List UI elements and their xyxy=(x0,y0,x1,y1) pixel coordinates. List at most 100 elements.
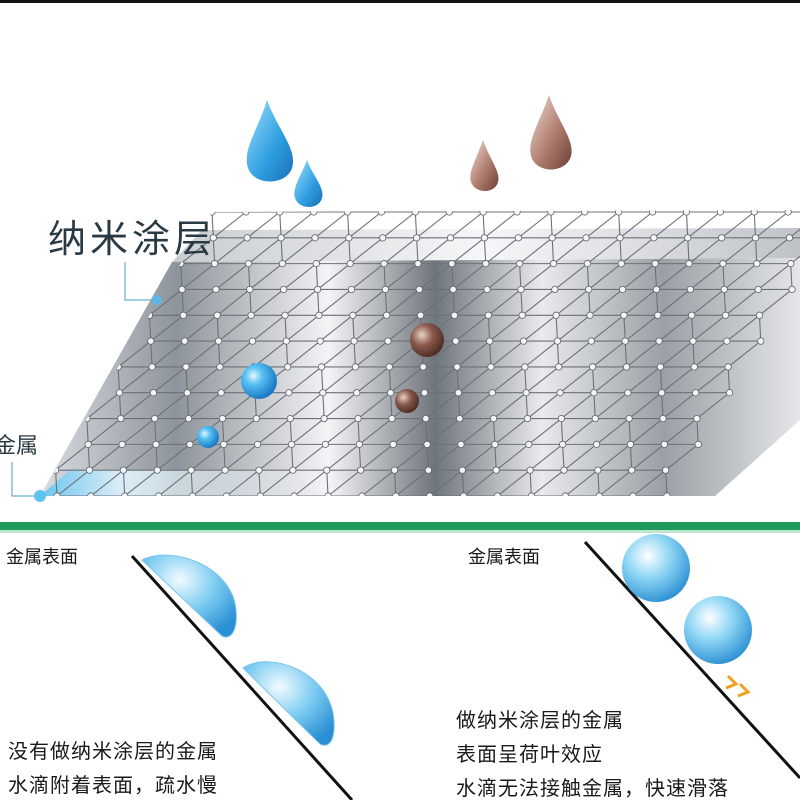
lattice-atom xyxy=(289,466,297,474)
lattice-atom xyxy=(491,440,499,448)
water-ball-small xyxy=(197,426,219,448)
metal-plate-edge xyxy=(172,228,800,262)
lattice-atom xyxy=(355,440,363,448)
lattice-atom xyxy=(547,210,555,216)
lattice-atom xyxy=(682,210,691,216)
left-description-line-1: 没有做纳米涂层的金属 xyxy=(8,739,218,763)
green-divider-line xyxy=(0,522,800,530)
lattice-atom xyxy=(148,363,156,371)
lattice-atom xyxy=(525,440,533,448)
metal-pointer-dot xyxy=(34,490,46,502)
lattice-atom xyxy=(357,466,365,474)
lattice-atom xyxy=(448,260,456,268)
lattice-atom xyxy=(663,492,671,496)
metal-plate xyxy=(40,228,800,496)
lattice-atom xyxy=(121,492,129,496)
nano-lattice xyxy=(52,210,800,496)
lattice-atom xyxy=(147,337,155,345)
water-droplet-small xyxy=(294,160,323,207)
lattice-atom xyxy=(561,492,569,496)
lattice-atom xyxy=(688,311,696,319)
lattice-atom xyxy=(354,414,362,423)
lattice-atom xyxy=(320,414,328,423)
lattice-atom xyxy=(422,414,430,423)
lattice-atom xyxy=(213,311,221,319)
lattice-atom xyxy=(321,440,330,448)
lattice-atom xyxy=(319,389,327,397)
lattice-atom xyxy=(286,414,294,423)
lattice-atom xyxy=(552,311,560,319)
lattice-atom xyxy=(423,440,431,448)
lattice-atom xyxy=(324,492,332,496)
lattice-atom xyxy=(460,492,468,496)
left-sessile-drop-2 xyxy=(242,661,335,746)
lattice-atom xyxy=(592,440,601,448)
lattice-atom xyxy=(480,234,489,242)
lattice-atom xyxy=(654,311,662,319)
left-description-line-2: 水滴附着表面，疏水慢 xyxy=(8,773,218,797)
lattice-atom xyxy=(347,285,356,294)
lattice-atom xyxy=(457,440,465,448)
lattice-atom xyxy=(693,414,701,423)
lattice-atom xyxy=(317,363,326,371)
lattice-atom xyxy=(659,414,667,423)
lattice-atom xyxy=(310,210,318,216)
lattice-atom xyxy=(652,285,661,294)
lattice-atom xyxy=(413,234,421,242)
dirt-droplet-large xyxy=(530,95,572,170)
lattice-atom xyxy=(560,466,568,474)
lattice-atom xyxy=(617,260,625,268)
lattice-atom xyxy=(483,285,491,294)
lattice-atom xyxy=(280,285,288,294)
lattice-atom xyxy=(750,210,758,216)
lattice-atom xyxy=(692,389,700,397)
lattice-atom xyxy=(518,311,526,319)
lattice-atom xyxy=(416,311,425,319)
lattice-atom xyxy=(655,337,663,345)
lattice-atom xyxy=(651,260,659,268)
lattice-atom xyxy=(392,492,400,496)
lattice-atom xyxy=(353,389,361,397)
lattice-atom xyxy=(349,311,357,319)
lattice-atom xyxy=(453,363,461,371)
lattice-atom xyxy=(424,466,433,474)
lattice-atom xyxy=(178,285,186,294)
lattice-atom xyxy=(155,492,163,496)
lattice-atom xyxy=(84,440,92,448)
lattice-atom xyxy=(787,260,795,268)
lattice-atom xyxy=(446,234,455,242)
lattice-atom xyxy=(426,492,434,496)
lattice-atom xyxy=(458,466,466,474)
lattice-atom xyxy=(345,234,353,242)
lattice-atom xyxy=(181,337,189,345)
lattice-atom xyxy=(559,440,567,448)
lattice-atom xyxy=(350,337,358,345)
lattice-atom xyxy=(456,414,464,423)
lattice-atom xyxy=(517,285,525,294)
lattice-atom xyxy=(384,337,392,345)
lattice-atom xyxy=(278,260,286,268)
right-sphere-drop-1 xyxy=(622,534,690,602)
lattice-atom xyxy=(519,337,528,345)
lattice-atom xyxy=(247,311,255,319)
lattice-atom xyxy=(492,466,500,474)
lattice-atom xyxy=(115,389,124,397)
lattice-bonds xyxy=(55,211,800,496)
lattice-atom xyxy=(615,210,623,216)
lattice-atom xyxy=(242,210,250,216)
lattice-atom xyxy=(694,440,702,448)
lattice-atom xyxy=(589,363,597,371)
lattice-atom xyxy=(87,492,95,496)
left-slope-line xyxy=(130,554,354,800)
lattice-atom xyxy=(521,363,529,371)
lattice-atom xyxy=(222,492,230,496)
right-sphere-drop-2 xyxy=(684,596,752,664)
lattice-atom xyxy=(221,466,229,474)
lattice-atom xyxy=(557,414,565,423)
lattice-atom xyxy=(686,285,694,294)
lattice-atom xyxy=(315,311,323,319)
lattice-atom xyxy=(721,311,730,319)
lattice-atom xyxy=(85,466,94,474)
lattice-atom xyxy=(188,492,197,496)
